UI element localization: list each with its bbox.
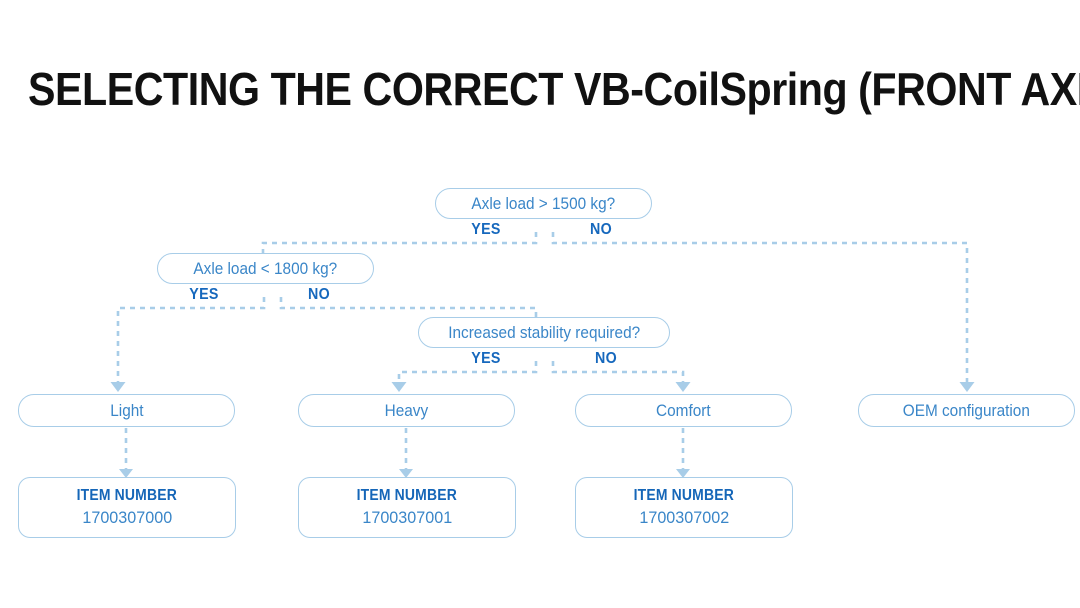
- branch-label-d1-yes: YES: [471, 221, 501, 238]
- decision-node-axle-load-1800[interactable]: Axle load < 1800 kg?: [157, 253, 374, 284]
- branch-label-d3-no: NO: [595, 350, 617, 367]
- item-number-value: 1700307001: [362, 508, 452, 527]
- item-number-card-comfort[interactable]: ITEM NUMBER 1700307002: [575, 477, 793, 538]
- arrowheads: [110, 382, 975, 478]
- result-node-label: Comfort: [656, 401, 711, 420]
- arrowhead-heavy: [391, 382, 407, 392]
- result-node-heavy[interactable]: Heavy: [298, 394, 515, 427]
- result-node-comfort[interactable]: Comfort: [575, 394, 792, 427]
- branch-label-d2-yes: YES: [189, 286, 219, 303]
- branch-label-d1-no: NO: [590, 221, 612, 238]
- arrowhead-comfort: [675, 382, 691, 392]
- item-number-title: ITEM NUMBER: [633, 487, 735, 504]
- arrowhead-oem: [959, 382, 975, 392]
- item-number-card-light[interactable]: ITEM NUMBER 1700307000: [18, 477, 236, 538]
- decision-node-increased-stability[interactable]: Increased stability required?: [418, 317, 670, 348]
- decision-node-label: Increased stability required?: [448, 323, 640, 342]
- result-node-label: OEM configuration: [902, 401, 1031, 420]
- page-title: SELECTING THE CORRECT VB-CoilSpring (FRO…: [28, 63, 1080, 115]
- decision-node-label: Axle load > 1500 kg?: [471, 194, 616, 213]
- result-node-label: Light: [109, 401, 144, 420]
- item-number-title: ITEM NUMBER: [356, 487, 458, 504]
- item-number-title: ITEM NUMBER: [76, 487, 178, 504]
- branch-label-d2-no: NO: [308, 286, 330, 303]
- item-number-card-heavy[interactable]: ITEM NUMBER 1700307001: [298, 477, 516, 538]
- result-node-label: Heavy: [384, 401, 429, 420]
- connector-d2-yes: [116, 297, 266, 383]
- decision-node-axle-load-1500[interactable]: Axle load > 1500 kg?: [435, 188, 652, 219]
- result-node-light[interactable]: Light: [18, 394, 235, 427]
- arrowhead-light: [110, 382, 126, 392]
- result-node-oem-configuration[interactable]: OEM configuration: [858, 394, 1075, 427]
- item-number-value: 1700307000: [82, 508, 172, 527]
- item-number-value: 1700307002: [639, 508, 729, 527]
- branch-label-d3-yes: YES: [471, 350, 501, 367]
- decision-node-label: Axle load < 1800 kg?: [193, 259, 338, 278]
